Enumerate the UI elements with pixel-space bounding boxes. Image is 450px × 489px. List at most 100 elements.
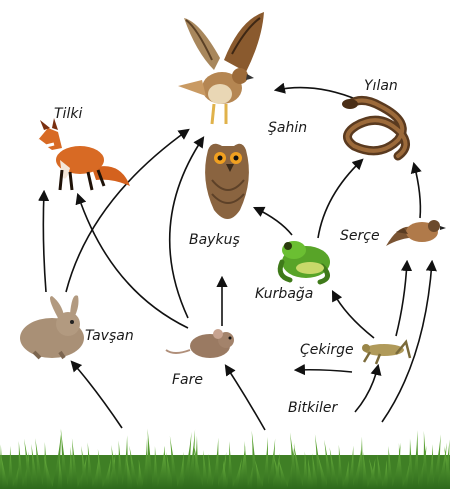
sparrow-image xyxy=(386,220,446,246)
grass-blade xyxy=(227,441,233,489)
grass-blade xyxy=(212,437,219,489)
grass-blade xyxy=(1,457,8,489)
grass-blade xyxy=(362,451,368,489)
grass-blade xyxy=(129,445,138,489)
grass-blade xyxy=(342,460,349,489)
grasshopper-image xyxy=(362,339,412,365)
grass-blade xyxy=(324,439,333,489)
grass-blade xyxy=(137,459,143,489)
grass-blade xyxy=(432,434,441,489)
grass-blade xyxy=(377,454,383,489)
label-yilan: Yılan xyxy=(364,78,398,94)
grass-blade xyxy=(222,460,228,489)
grass-blade xyxy=(278,458,288,489)
label-serce: Serçe xyxy=(340,228,380,244)
arrow-cekirge-to-serce xyxy=(395,259,413,337)
grass-blade xyxy=(407,438,413,489)
label-kurbaga: Kurbağa xyxy=(255,286,313,302)
hawk-image xyxy=(178,12,264,125)
grass-blade xyxy=(387,446,393,489)
grass-blade xyxy=(251,430,258,489)
label-cekirge: Çekirge xyxy=(300,342,354,358)
label-fare: Fare xyxy=(172,372,203,388)
grass-blade xyxy=(142,437,149,489)
grass-blade xyxy=(102,458,111,489)
grass-blade xyxy=(0,444,3,489)
arrow-kurbaga-to-yilan xyxy=(317,158,364,239)
grass-blade xyxy=(126,456,133,489)
grass-blade xyxy=(162,445,168,489)
grass-blade xyxy=(52,429,62,489)
grass-blade xyxy=(255,460,263,489)
grass-blade xyxy=(382,459,388,489)
grass-blade xyxy=(71,438,78,489)
grass-blade xyxy=(207,453,213,489)
grass-blade xyxy=(192,435,198,489)
grass-blade xyxy=(347,445,354,489)
grass-blade xyxy=(368,458,378,489)
grass-blade xyxy=(273,455,283,489)
arrow-tavsan-to-tilki xyxy=(38,189,50,293)
grass-blade xyxy=(427,444,434,489)
grass-blade xyxy=(97,449,103,489)
arrow-serce-to-yilan xyxy=(410,161,422,219)
rabbit-image xyxy=(20,295,84,360)
arrow-cekirge-to-fare xyxy=(293,364,353,376)
grass-blade xyxy=(42,441,48,489)
grass-blade xyxy=(60,428,68,489)
grass-blade xyxy=(312,453,318,489)
grass-blade xyxy=(92,455,99,489)
grass-blade xyxy=(67,446,73,489)
grass-blade xyxy=(337,444,343,489)
arrow-cekirge-to-kurbaga xyxy=(331,290,375,339)
grass-blade xyxy=(182,431,192,489)
grass-blade xyxy=(57,456,63,489)
fox-image xyxy=(37,118,130,191)
mouse-image xyxy=(165,329,234,358)
grass-blade xyxy=(202,449,208,489)
label-tilki: Tilki xyxy=(54,106,82,122)
grass-blade xyxy=(302,451,308,489)
grass-blade xyxy=(357,436,363,489)
arrow-plants-to-tavsan xyxy=(70,360,123,429)
grass-blade xyxy=(267,438,276,489)
arrow-tavsan-to-sahin xyxy=(65,128,190,293)
grass-blade xyxy=(169,435,178,489)
snake-image xyxy=(342,96,410,161)
arrow-yilan-to-sahin xyxy=(273,82,359,101)
label-tavsan: Tavşan xyxy=(85,328,134,344)
frog-image xyxy=(277,241,330,285)
grass-blade xyxy=(318,455,328,489)
grass-blade xyxy=(177,451,184,489)
grass-blade xyxy=(17,440,23,489)
grass-blade xyxy=(444,446,450,489)
grass-blade xyxy=(24,438,33,489)
grass-blade xyxy=(157,446,165,489)
grass-blade xyxy=(412,430,419,489)
arrow-plants-to-serce xyxy=(381,259,437,423)
arrow-kurbaga-to-baykus xyxy=(252,206,293,236)
grass-blade xyxy=(117,440,123,489)
grass-blade xyxy=(81,445,88,489)
grass-blade xyxy=(152,446,158,489)
grass-blade xyxy=(262,436,269,489)
grass-blade xyxy=(437,442,447,489)
grass-blade xyxy=(166,452,173,489)
grass-blade xyxy=(242,441,248,489)
owl-image xyxy=(205,143,249,219)
grass-blade xyxy=(232,457,242,489)
arrow-plants-to-fare xyxy=(224,364,266,431)
grass-blade xyxy=(193,442,203,489)
grass-blade xyxy=(122,435,129,489)
label-sahin: Şahin xyxy=(268,120,307,136)
grass-blade xyxy=(147,428,153,489)
grass-blade xyxy=(307,458,313,489)
label-baykus: Baykuş xyxy=(189,232,240,248)
arrow-fare-to-sahin xyxy=(168,136,205,319)
grass-blade xyxy=(7,445,13,489)
food-web-arrows xyxy=(38,82,437,431)
grass-blade xyxy=(87,442,93,489)
grass-blade xyxy=(329,447,338,489)
